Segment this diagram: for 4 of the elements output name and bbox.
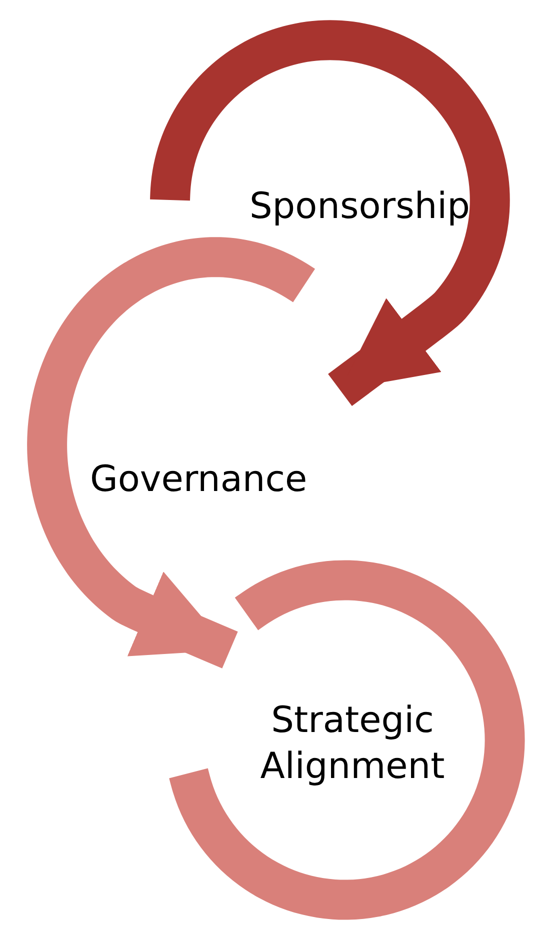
node-label: Governance <box>90 280 340 505</box>
node-label: Strategic Alignment <box>230 630 475 800</box>
curved-arrow <box>150 20 510 406</box>
node-label: Sponsorship <box>150 182 470 232</box>
